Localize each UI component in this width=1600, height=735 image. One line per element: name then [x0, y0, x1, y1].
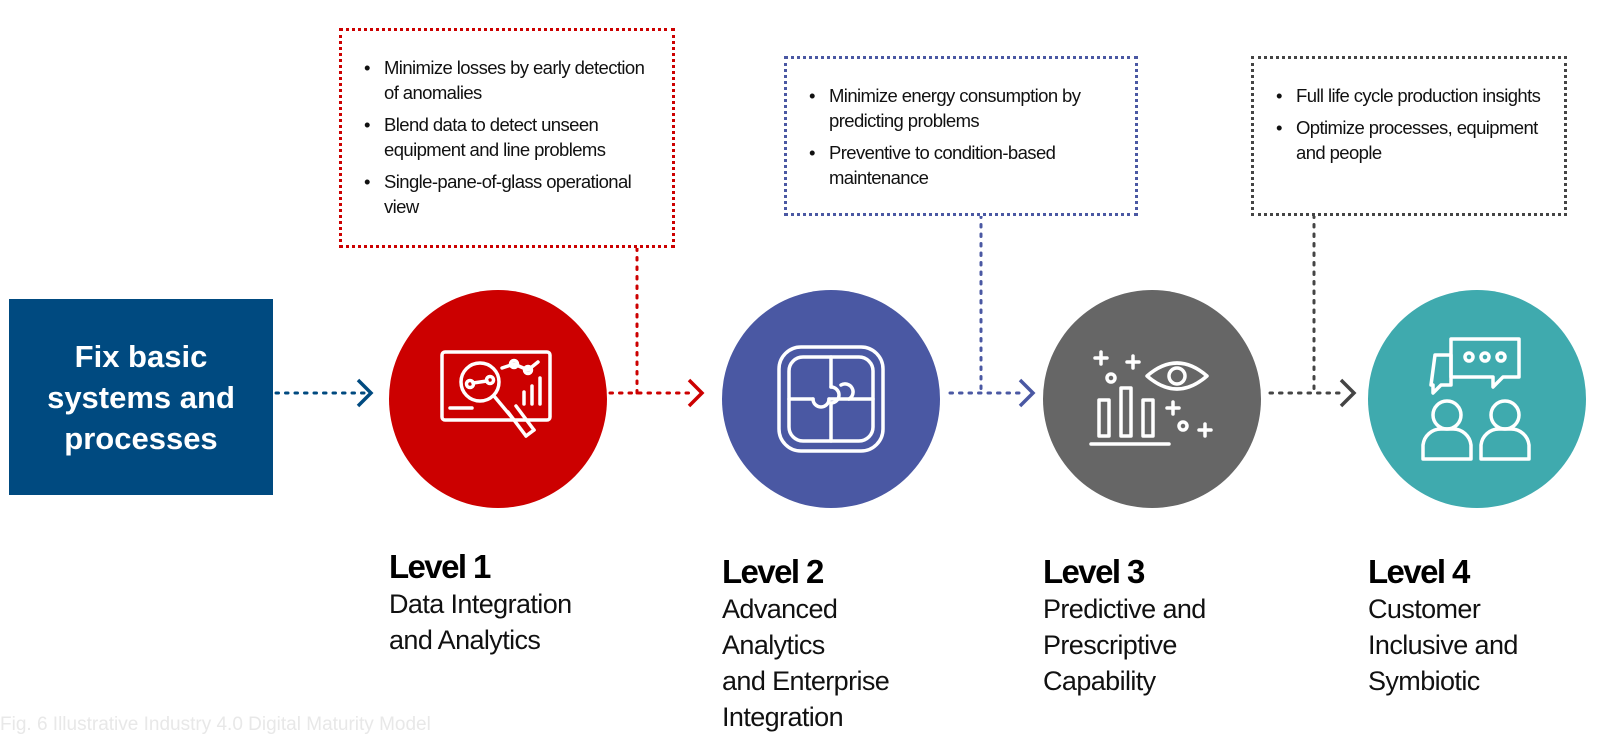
level2-title: Level 2 [722, 553, 824, 590]
bullet-level2-1: Minimize energy consumption by predictin… [809, 83, 1117, 133]
info-box-level1: Minimize losses by early detection of an… [339, 28, 675, 248]
bullet-level1-2: Blend data to detect unseen equipment an… [364, 112, 654, 162]
level2-circle [722, 290, 940, 508]
level4-title: Level 4 [1368, 553, 1470, 590]
info-box-level4: Full life cycle production insights Opti… [1251, 56, 1567, 216]
bullet-level1-3: Single-pane-of-glass operational view [364, 169, 654, 219]
level3-caption: Level 3 Predictive and Prescriptive Capa… [1043, 553, 1273, 699]
arrow-level3-to-level4 [1268, 378, 1357, 408]
people-chat-icon [1421, 337, 1531, 461]
arrow-level2-to-level3 [948, 378, 1036, 408]
level2-caption: Level 2 Advanced Analytics and Enterpris… [722, 553, 952, 735]
figure-caption: Fig. 6 Illustrative Industry 4.0 Digital… [0, 714, 431, 735]
level2-description: Advanced Analytics and Enterprise Integr… [722, 594, 890, 732]
info-box-level2: Minimize energy consumption by predictin… [784, 56, 1138, 216]
level1-circle [389, 290, 607, 508]
level3-circle [1043, 290, 1261, 508]
level1-description: Data Integration and Analytics [389, 589, 572, 655]
bullet-level4-2: Optimize processes, equipment and people [1276, 115, 1546, 165]
start-box-label: Fix basic systems and processes [47, 338, 235, 456]
bullet-level4-1: Full life cycle production insights [1276, 83, 1546, 108]
arrow-level1-to-level2 [608, 378, 705, 408]
level3-title: Level 3 [1043, 553, 1145, 590]
arrow-start-to-level1 [274, 378, 374, 408]
bullet-level2-2: Preventive to condition-based maintenanc… [809, 140, 1117, 190]
bullet-level1-1: Minimize losses by early detection of an… [364, 55, 654, 105]
level4-circle [1368, 290, 1586, 508]
level4-caption: Level 4 Customer Inclusive and Symbiotic [1368, 553, 1598, 699]
level3-description: Predictive and Prescriptive Capability [1043, 594, 1206, 696]
start-box: Fix basic systems and processes [9, 299, 273, 495]
puzzle-icon [777, 345, 885, 453]
eye-chart-icon [1089, 350, 1213, 446]
dashboard-magnifier-icon [440, 350, 552, 438]
level1-title: Level 1 [389, 548, 491, 585]
level4-description: Customer Inclusive and Symbiotic [1368, 594, 1518, 696]
level1-caption: Level 1 Data Integration and Analytics [389, 548, 619, 658]
